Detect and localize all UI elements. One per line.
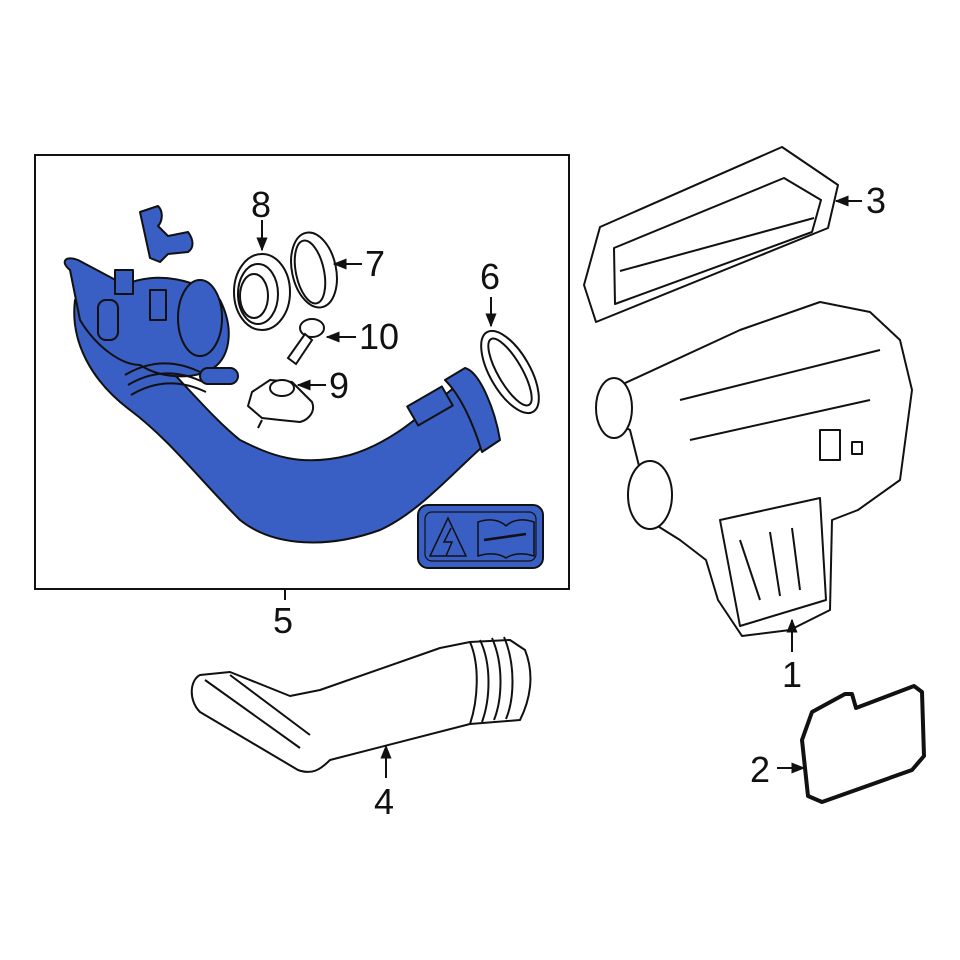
- inlet-tube-highlighted[interactable]: [63, 205, 501, 544]
- callout-7: 7: [365, 243, 386, 284]
- assembly-5-frame: [34, 154, 570, 600]
- intake-duct-part-4[interactable]: [190, 636, 532, 773]
- callout-4: 4: [374, 781, 395, 822]
- callout-9: 9: [329, 365, 350, 406]
- callout-3: 3: [866, 180, 887, 221]
- callout-5: 5: [273, 600, 294, 641]
- gasket-part-2[interactable]: [800, 684, 926, 804]
- warning-label: [417, 504, 544, 569]
- callout-10: 10: [359, 316, 400, 357]
- callout-2: 2: [750, 749, 771, 790]
- sensor-part-9[interactable]: [247, 379, 314, 429]
- clamp-ring-part-7[interactable]: [285, 228, 344, 311]
- high-voltage-warning-icon: [428, 516, 468, 557]
- service-manual-wrench-icon: [477, 519, 535, 559]
- screw-part-10[interactable]: [286, 318, 325, 366]
- seal-ring-part-6[interactable]: [470, 322, 551, 422]
- callout-8: 8: [251, 184, 272, 225]
- air-cleaner-housing-part-1[interactable]: [595, 301, 913, 637]
- callout-6: 6: [480, 256, 501, 297]
- grommet-part-8[interactable]: [233, 253, 291, 331]
- leader-lines: [256, 195, 862, 778]
- callout-1: 1: [782, 654, 803, 695]
- air-filter-part-3[interactable]: [583, 146, 839, 323]
